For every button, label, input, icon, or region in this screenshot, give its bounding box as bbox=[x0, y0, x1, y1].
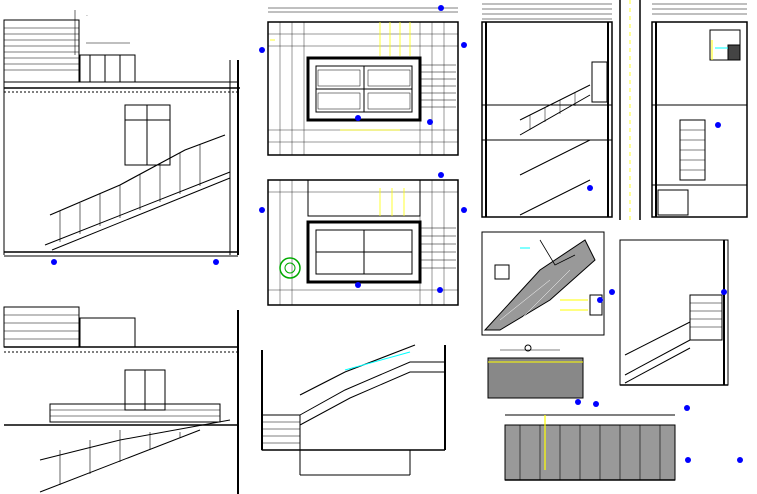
stair-profile bbox=[299, 361, 445, 416]
stair-section-center-lower bbox=[261, 344, 446, 476]
stair-profile bbox=[624, 339, 691, 376]
balusters bbox=[59, 144, 201, 242]
landing-railing bbox=[49, 403, 221, 423]
stair-profile bbox=[519, 94, 591, 136]
tree-symbol bbox=[279, 257, 301, 279]
stair-section-small-right bbox=[619, 239, 729, 386]
grid-marker-icon bbox=[461, 42, 467, 48]
svg-text:—: — bbox=[86, 13, 88, 17]
stair-profile bbox=[44, 171, 231, 246]
grid-marker-icon bbox=[609, 289, 615, 295]
grid-marker-icon bbox=[437, 287, 443, 293]
grid-marker-icon bbox=[684, 405, 690, 411]
wall-section-strip bbox=[619, 0, 641, 220]
grid-marker-icon bbox=[355, 115, 361, 121]
grid-marker-icon bbox=[721, 289, 727, 295]
grid-marker-icon bbox=[587, 185, 593, 191]
grid-marker-icon bbox=[259, 47, 265, 53]
grid-marker-icon bbox=[259, 207, 265, 213]
grid-marker-icon bbox=[438, 172, 444, 178]
handrail bbox=[624, 321, 691, 356]
stair-section-right-a bbox=[481, 3, 613, 218]
grid-markers bbox=[51, 5, 743, 463]
grid-marker-icon bbox=[575, 399, 581, 405]
grid-marker-icon bbox=[438, 5, 444, 11]
handrail bbox=[519, 84, 591, 121]
foundation-detail bbox=[504, 414, 676, 481]
stair-plan-lower bbox=[267, 179, 459, 306]
grid-marker-icon bbox=[715, 122, 721, 128]
handrail bbox=[299, 344, 416, 396]
grid-marker-icon bbox=[593, 401, 599, 407]
stair-plan-upper bbox=[267, 7, 459, 156]
stair-detail-hatched bbox=[481, 231, 605, 336]
stair-treads bbox=[420, 64, 456, 108]
stair-section-left-upper: — bbox=[3, 10, 240, 257]
grid-marker-icon bbox=[685, 457, 691, 463]
roof-hatching bbox=[4, 27, 79, 71]
footing-detail bbox=[487, 344, 584, 399]
elevator-core bbox=[306, 56, 422, 122]
grid-marker-icon bbox=[355, 282, 361, 288]
grid-marker-icon bbox=[597, 297, 603, 303]
stair-section-left-lower bbox=[3, 306, 239, 494]
grid-marker-icon bbox=[427, 119, 433, 125]
concrete-hatch bbox=[483, 239, 596, 331]
handrail bbox=[49, 134, 226, 216]
stair-section-right-b bbox=[651, 3, 748, 218]
grid-marker-icon bbox=[737, 457, 743, 463]
grid-marker-icon bbox=[213, 259, 219, 265]
grid-marker-icon bbox=[51, 259, 57, 265]
annotation-lines bbox=[270, 22, 411, 131]
grid-marker-icon bbox=[461, 207, 467, 213]
